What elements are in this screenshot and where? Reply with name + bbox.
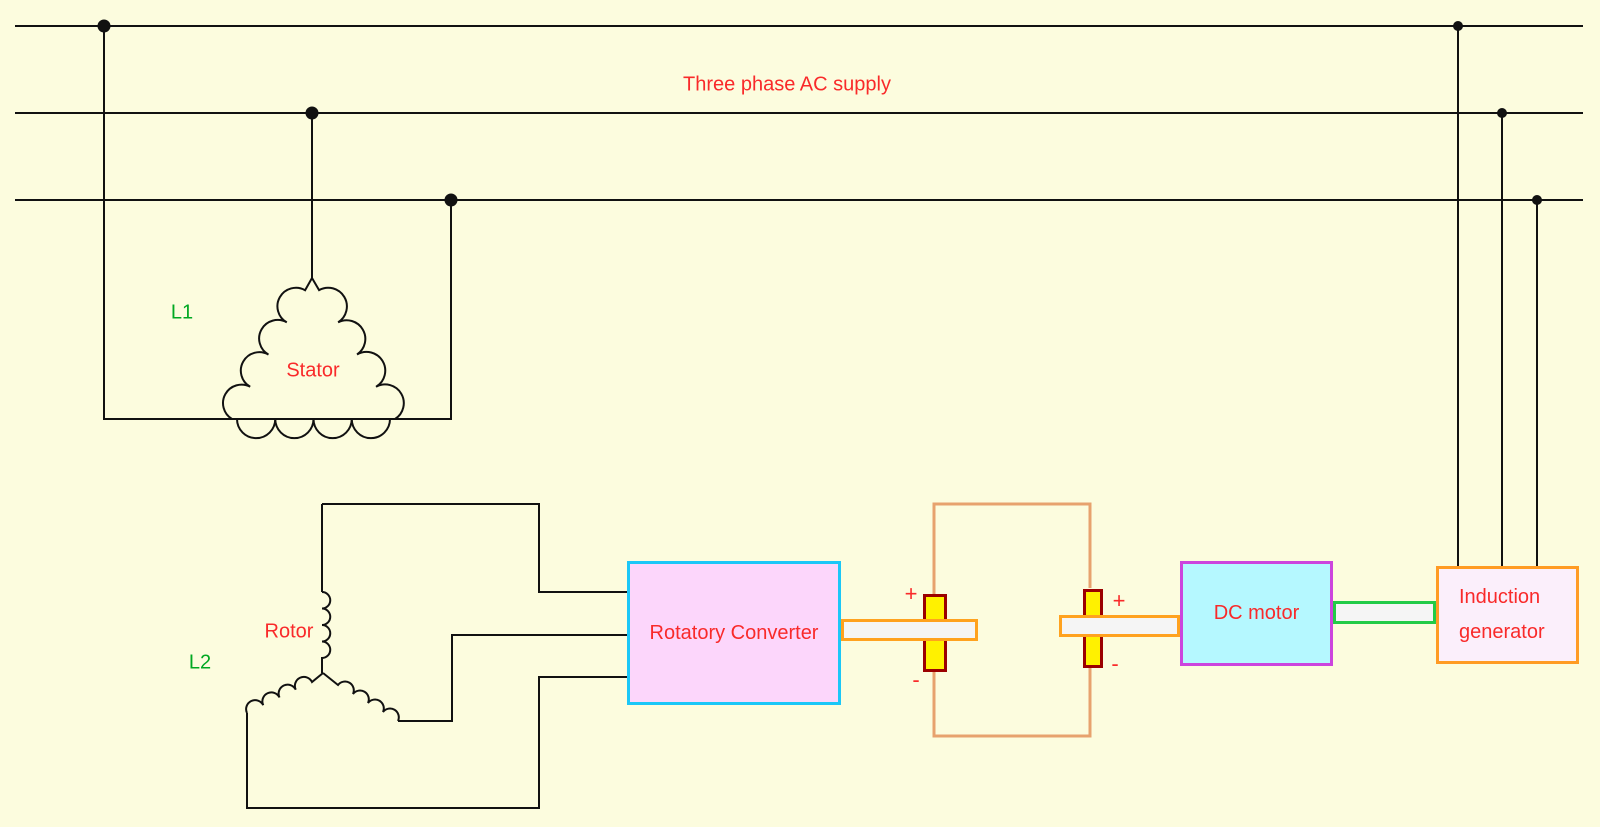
junction-dot bbox=[1497, 108, 1507, 118]
brush2-minus-sign: - bbox=[1111, 651, 1119, 676]
converter-input-wire-1 bbox=[322, 503, 635, 593]
dc-link-top-wire bbox=[932, 502, 1092, 594]
brush1-minus-sign: - bbox=[912, 667, 920, 692]
brush2-plus-sign: + bbox=[1112, 588, 1126, 613]
motor-generator-shaft bbox=[1333, 601, 1436, 624]
brush1-plus-sign: + bbox=[904, 581, 918, 606]
junction-dot bbox=[97, 19, 111, 33]
three-phase-bus-lines bbox=[15, 25, 1583, 201]
junction-dot bbox=[444, 193, 458, 207]
delta-right-coil bbox=[311, 277, 405, 420]
rotor-label: Rotor bbox=[264, 620, 314, 643]
delta-bottom-coil bbox=[236, 418, 391, 440]
stator-delta-winding bbox=[222, 277, 405, 440]
junction-dots bbox=[97, 19, 1542, 207]
stator-feed-wires bbox=[103, 26, 452, 420]
induction-generator-label-line2: generator bbox=[1459, 621, 1545, 643]
rotatory-converter-label: Rotatory Converter bbox=[649, 621, 819, 644]
converter-shaft bbox=[841, 619, 978, 641]
stator-phase3-wire bbox=[395, 200, 452, 420]
dc-link-loop-wires bbox=[932, 502, 1092, 738]
rotor-left-coil bbox=[245, 672, 324, 714]
rotor-right-coil bbox=[322, 672, 400, 722]
dc-motor-label: DC motor bbox=[1213, 602, 1300, 624]
junction-dot bbox=[1453, 21, 1463, 31]
supply-title: Three phase AC supply bbox=[683, 73, 891, 96]
line-label-l2: L2 bbox=[188, 651, 212, 674]
induction-generator-box: Induction generator bbox=[1436, 566, 1579, 664]
rotatory-converter-box: Rotatory Converter bbox=[627, 561, 841, 705]
generator-to-bus-wires bbox=[1457, 26, 1538, 570]
rotor-to-converter-wires bbox=[246, 503, 635, 809]
stator-label: Stator bbox=[286, 359, 340, 382]
dc-link-bottom-wire bbox=[932, 667, 1092, 738]
dc-motor-shaft bbox=[1059, 615, 1180, 637]
converter-input-wire-2 bbox=[398, 634, 635, 722]
stator-phase1-wire bbox=[103, 26, 232, 420]
induction-generator-label-line1: Induction bbox=[1459, 586, 1541, 608]
delta-left-coil bbox=[222, 277, 313, 420]
junction-dot bbox=[305, 106, 319, 120]
rotor-top-coil bbox=[321, 591, 332, 673]
rotor-star-winding bbox=[245, 504, 400, 722]
junction-dot bbox=[1532, 195, 1542, 205]
converter-input-wire-3 bbox=[246, 676, 635, 809]
dc-motor-box: DC motor bbox=[1180, 561, 1333, 666]
line-label-l1: L1 bbox=[170, 301, 194, 324]
